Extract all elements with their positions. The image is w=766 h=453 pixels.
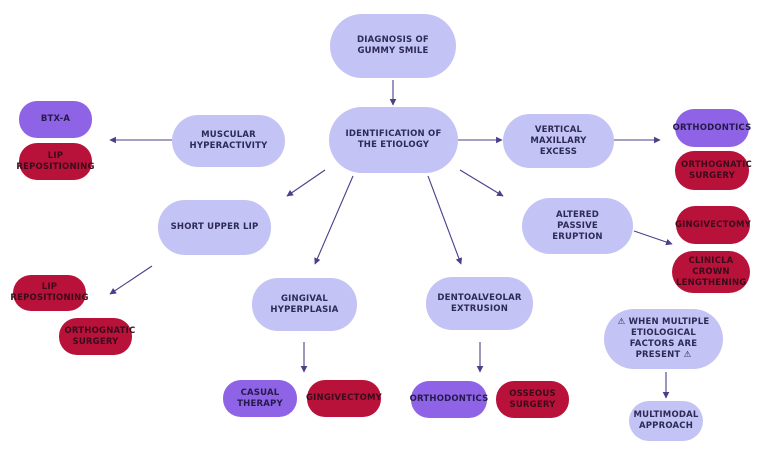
node-identification: IDENTIFICATION OF THE ETIOLOGY bbox=[329, 107, 458, 173]
node-orthognatic1-label: ORTHOGNATIC SURGERY bbox=[681, 159, 752, 181]
node-altered-passive-eruption: ALTERED PASSIVE ERUPTION bbox=[522, 198, 633, 254]
node-lip-repositioning-2: LIP REPOSITIONING bbox=[10, 275, 89, 311]
node-orthognatic2-label: ORTHOGNATIC SURGERY bbox=[64, 325, 136, 347]
node-casual-label: CASUAL THERAPY bbox=[237, 387, 283, 409]
node-vertical-label: VERTICAL MAXILLARY EXCESS bbox=[530, 124, 587, 157]
node-orthognatic-surgery-1: ORTHOGNATIC SURGERY bbox=[675, 151, 752, 190]
node-lip2-label: LIP REPOSITIONING bbox=[10, 282, 89, 303]
node-btxa-label: BTX-A bbox=[40, 114, 71, 124]
node-shortlip-label: SHORT UPPER LIP bbox=[170, 222, 259, 232]
node-short-upper-lip: SHORT UPPER LIP bbox=[158, 200, 271, 255]
node-gingivectomy-2: GINGIVECTOMY bbox=[305, 380, 383, 417]
node-dentoalveolar-label: DENTOALVEOLAR EXTRUSION bbox=[437, 292, 522, 314]
node-gingival-hyperplasia: GINGIVAL HYPERPLASIA bbox=[252, 278, 357, 331]
arrow-shortlip-to-lip bbox=[109, 265, 153, 295]
arrow-identification-to-dentoalveolar bbox=[427, 175, 463, 265]
node-altered-label: ALTERED PASSIVE ERUPTION bbox=[552, 209, 603, 242]
node-orthodontics-2: ORTHODONTICS bbox=[409, 381, 489, 418]
node-muscular-hyperactivity: MUSCULAR HYPERACTIVITY bbox=[172, 115, 285, 167]
node-dentoalveolar-extrusion: DENTOALVEOLAR EXTRUSION bbox=[426, 277, 533, 330]
node-crown-label: CLINICLA CROWN LENGTHENING bbox=[676, 255, 747, 288]
node-orthodontics-1: ORTHODONTICS bbox=[672, 109, 752, 147]
arrow-identification-to-altered bbox=[459, 169, 504, 197]
node-osseous-surgery: OSSEOUS SURGERY bbox=[496, 381, 569, 418]
node-multimodal-approach: MULTIMODAL APPROACH bbox=[629, 401, 703, 441]
node-muscular-label: MUSCULAR HYPERACTIVITY bbox=[189, 130, 268, 151]
node-osseous-label: OSSEOUS SURGERY bbox=[509, 388, 556, 410]
node-orthognatic-surgery-2: ORTHOGNATIC SURGERY bbox=[59, 318, 136, 355]
node-gingivectomy-1: GINGIVECTOMY bbox=[674, 206, 752, 244]
node-orthodontics1-label: ORTHODONTICS bbox=[672, 122, 752, 133]
arrow-altered-to-gingivectomy bbox=[633, 230, 673, 246]
node-clinical-crown-lengthening: CLINICLA CROWN LENGTHENING bbox=[672, 251, 750, 293]
node-lip-repositioning-1: LIP REPOSITIONING bbox=[16, 143, 95, 180]
node-identification-label: IDENTIFICATION OF THE ETIOLOGY bbox=[345, 129, 442, 150]
node-orthodontics2-label: ORTHODONTICS bbox=[409, 394, 489, 404]
node-diagnosis-label: DIAGNOSIS OF GUMMY SMILE bbox=[357, 35, 429, 56]
node-multiple-label: ⚠ WHEN MULTIPLE ETIOLOGICAL FACTORS ARE … bbox=[617, 317, 710, 360]
node-gingivectomy2-label: GINGIVECTOMY bbox=[305, 393, 383, 403]
node-btx-a: BTX-A bbox=[19, 101, 92, 138]
arrow-identification-to-gingival bbox=[314, 175, 354, 265]
node-gingival-label: GINGIVAL HYPERPLASIA bbox=[270, 293, 339, 315]
node-diagnosis: DIAGNOSIS OF GUMMY SMILE bbox=[330, 14, 456, 78]
node-gingivectomy1-label: GINGIVECTOMY bbox=[674, 219, 752, 230]
node-multiple-factors: ⚠ WHEN MULTIPLE ETIOLOGICAL FACTORS ARE … bbox=[604, 309, 723, 369]
node-casual-therapy: CASUAL THERAPY bbox=[223, 380, 297, 417]
node-multimodal-label: MULTIMODAL APPROACH bbox=[633, 410, 699, 431]
arrow-identification-to-shortlip bbox=[286, 169, 326, 197]
node-lip1-label: LIP REPOSITIONING bbox=[16, 150, 95, 172]
node-vertical-maxillary-excess: VERTICAL MAXILLARY EXCESS bbox=[503, 114, 614, 168]
